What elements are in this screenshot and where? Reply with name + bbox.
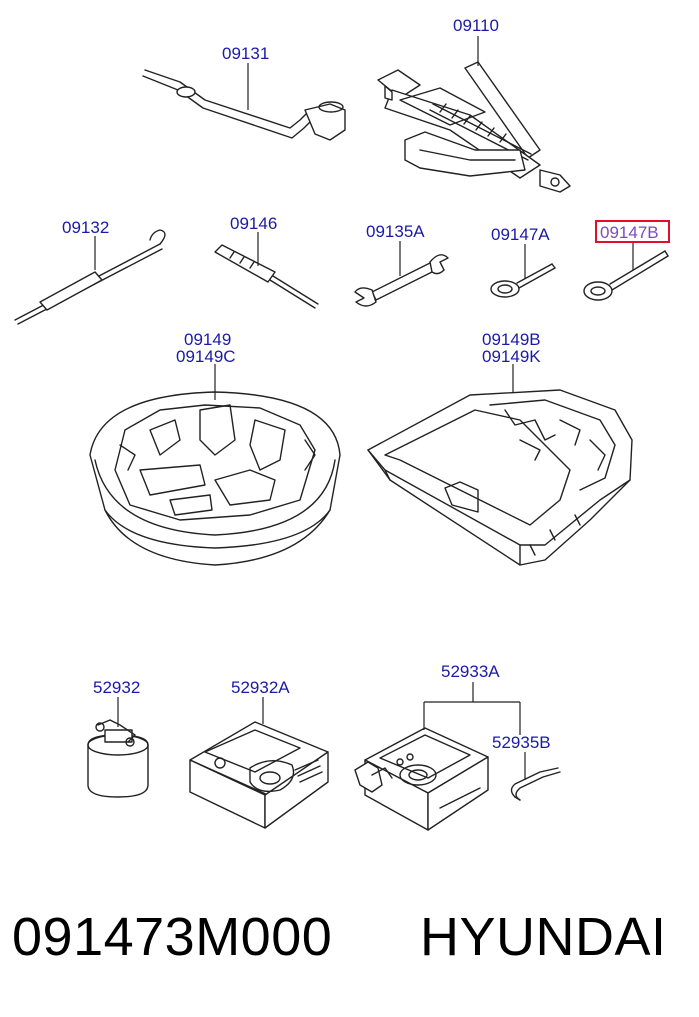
label-towing-hook-b[interactable]: 09147B: [600, 223, 659, 242]
label-round-tray-1[interactable]: 09149: [184, 330, 231, 349]
deep-tray-drawing: [367, 389, 633, 566]
towing-hook-a-drawing: [490, 263, 556, 298]
brand-name: HYUNDAI: [420, 907, 667, 967]
parts-diagram: 09110 09131 09132 09146 09135A: [14, 16, 670, 831]
hose-drawing: [510, 767, 561, 801]
compressor-drawing: [189, 721, 329, 829]
highlight-box: [595, 220, 670, 243]
label-screwdriver[interactable]: 09146: [230, 214, 277, 233]
label-jack[interactable]: 09110: [453, 16, 499, 35]
jack-drawing: [377, 61, 571, 193]
wheel-wrench-drawing: [142, 69, 346, 141]
hook-bar-drawing: [14, 229, 166, 325]
part-number: 091473M000: [12, 907, 333, 967]
label-compressor[interactable]: 52932A: [231, 678, 290, 697]
label-hook-bar[interactable]: 09132: [62, 218, 109, 237]
label-towing-hook-a[interactable]: 09147A: [491, 225, 550, 244]
label-spanner[interactable]: 09135A: [366, 222, 425, 241]
label-wheel-wrench[interactable]: 09131: [222, 44, 269, 63]
sealant-bottle-drawing: [87, 719, 149, 798]
label-kit[interactable]: 52933A: [441, 662, 500, 681]
kit-compressor-drawing: [354, 727, 489, 831]
footer: 091473M000 HYUNDAI: [0, 905, 699, 975]
label-hose[interactable]: 52935B: [492, 733, 551, 752]
label-round-tray-2[interactable]: 09149C: [176, 347, 236, 366]
round-tray-drawing: [89, 391, 341, 566]
label-sealant[interactable]: 52932: [93, 678, 140, 697]
screwdriver-drawing: [214, 244, 319, 309]
label-deep-tray-2[interactable]: 09149K: [482, 347, 541, 366]
label-deep-tray-1[interactable]: 09149B: [482, 330, 541, 349]
spanner-drawing: [354, 254, 449, 307]
towing-hook-b-drawing: [583, 250, 669, 301]
